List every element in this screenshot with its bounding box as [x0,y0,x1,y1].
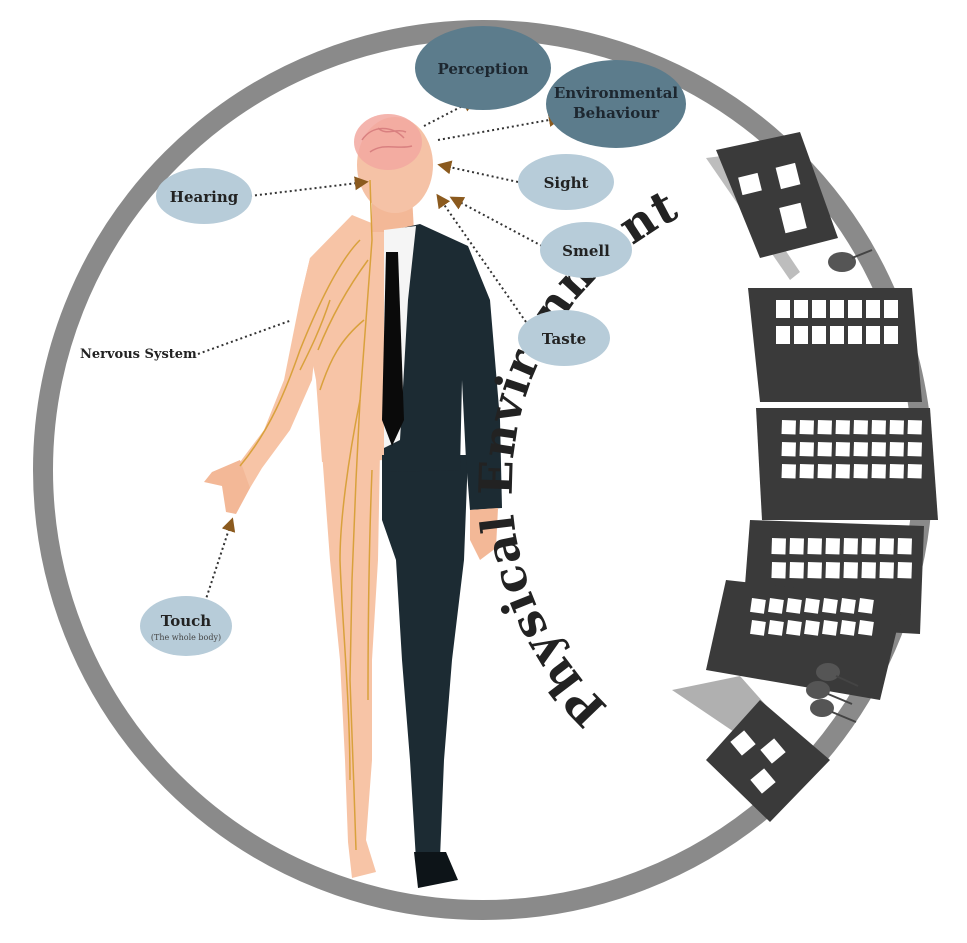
touch-bubble: Touch (The whole body) [140,596,232,656]
smell-bubble: Smell [540,222,632,278]
building-window [794,300,808,318]
building-window [812,326,826,344]
building-window [825,538,840,554]
building-window [872,420,886,434]
building-window [804,598,820,614]
building-window [884,326,898,344]
building-window [830,326,844,344]
svg-text:Smell: Smell [562,242,610,260]
environmental-behaviour-bubble: Environmental Behaviour [546,60,686,148]
building-window [800,420,814,434]
building-window [861,562,876,578]
svg-text:Behaviour: Behaviour [573,104,660,122]
building-window [858,598,874,614]
building-window [854,420,868,434]
building-window [800,464,814,478]
building-window [786,598,802,614]
building-window [786,620,802,636]
building-window [890,420,904,434]
building-window [794,326,808,344]
building-window [800,442,814,456]
building-window [866,300,880,318]
building-window [854,464,868,478]
building-window [776,326,790,344]
building-window [771,562,786,578]
building-window [825,562,840,578]
sight-bubble: Sight [518,154,614,210]
building-window [768,598,784,614]
building-window [843,562,858,578]
building-window [840,620,856,636]
building-window [782,464,796,478]
building-window [822,598,838,614]
building-window [836,442,850,456]
building-window [804,620,820,636]
building-window [866,326,880,344]
building-window [908,464,922,478]
building-window [843,538,858,554]
svg-text:Taste: Taste [542,330,586,348]
building-window [908,420,922,434]
building-window [789,562,804,578]
nervous-system-label: Nervous System [80,347,197,362]
svg-text:Perception: Perception [437,60,528,78]
building-window [848,326,862,344]
building-window [884,300,898,318]
taste-bubble: Taste [518,310,610,366]
building-window [872,464,886,478]
building-window [897,538,912,554]
building-window [807,538,822,554]
building-window [818,420,832,434]
building-window [807,562,822,578]
building-window [890,442,904,456]
building-window [812,300,826,318]
svg-text:Hearing: Hearing [170,188,239,206]
building-window [750,598,766,614]
brain [354,114,422,170]
svg-text:Environmental: Environmental [554,84,679,102]
hearing-bubble: Hearing [156,168,252,224]
building-window [840,598,856,614]
building-window [782,442,796,456]
building-window [879,538,894,554]
building-window [858,620,874,636]
building-window [836,464,850,478]
building-window [872,442,886,456]
building-window [822,620,838,636]
building-window [818,464,832,478]
building-window [879,562,894,578]
building-window [789,538,804,554]
svg-text:Touch: Touch [161,612,211,630]
building-window [908,442,922,456]
building-window [830,300,844,318]
building-window [750,620,766,636]
svg-text:(The whole body): (The whole body) [151,633,221,642]
building-window [848,300,862,318]
building-window [890,464,904,478]
building-window [776,300,790,318]
building-window [782,420,796,434]
svg-text:Sight: Sight [544,174,589,192]
perception-bubble: Perception [415,26,551,110]
building-window [771,538,786,554]
building-window [861,538,876,554]
building-window [854,442,868,456]
building-window [768,620,784,636]
building-window [818,442,832,456]
building-window [836,420,850,434]
building-window [897,562,912,578]
